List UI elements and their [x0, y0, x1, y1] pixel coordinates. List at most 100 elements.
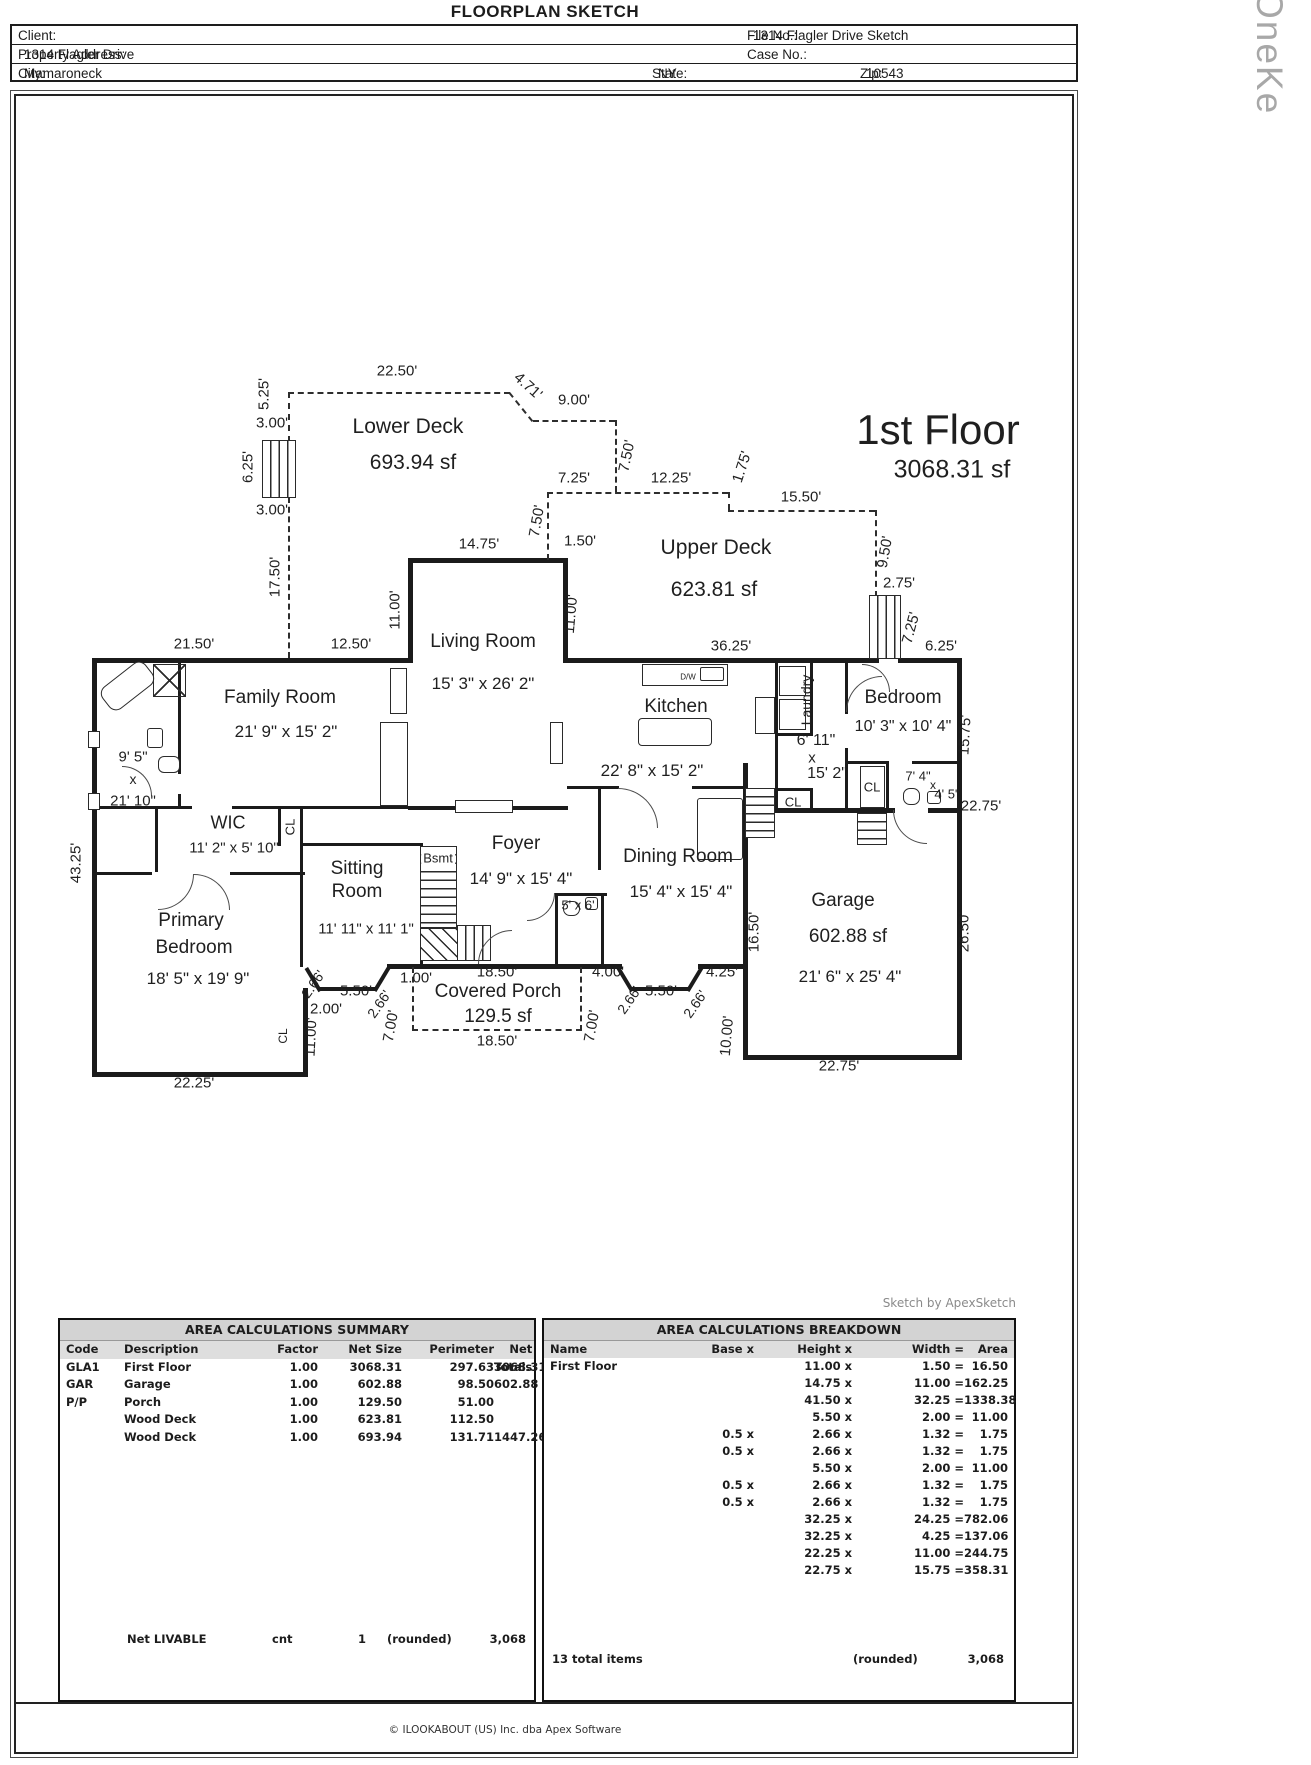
wall — [178, 662, 181, 774]
client-label: Client: — [18, 28, 57, 43]
sketch-credit: Sketch by ApexSketch — [882, 1296, 1016, 1310]
door-arc — [893, 810, 927, 844]
wall — [698, 964, 746, 969]
wall — [845, 748, 848, 810]
floor-area: 3068.31 sf — [893, 455, 1011, 484]
wall — [408, 558, 413, 662]
summary-table-title: AREA CALCULATIONS SUMMARY — [60, 1320, 534, 1341]
wall — [555, 893, 607, 896]
stairs — [420, 928, 458, 961]
wall — [303, 988, 308, 1077]
dim-label: 16.50' — [745, 911, 763, 953]
dim-label: 7.00' — [580, 1008, 604, 1044]
wall — [155, 806, 158, 872]
deck-outline — [533, 420, 615, 422]
room-label-wic: WIC — [210, 812, 246, 833]
dim-label: CL — [863, 779, 881, 795]
wall — [278, 806, 281, 846]
dim-label: 21' 9" x 15' 2" — [234, 722, 338, 741]
wall — [92, 1072, 308, 1077]
dim-label: 4.71' — [510, 368, 546, 404]
dim-label: 7' 4" — [905, 768, 931, 784]
dim-label: 5.25' — [255, 377, 273, 411]
dim-label: 5.50' — [339, 982, 373, 1000]
wall — [810, 788, 813, 812]
dim-label: 43.25' — [67, 842, 85, 884]
dim-label: 22.75' — [960, 797, 1002, 815]
dim-label: 1.50' — [563, 532, 597, 550]
dim-label: 22.75' — [818, 1057, 860, 1075]
dim-label: 2.75' — [882, 574, 916, 592]
fixture — [585, 897, 598, 910]
dim-label: 9.00' — [557, 391, 591, 409]
room-label-bedroom: Bedroom — [864, 687, 942, 708]
wall — [886, 763, 889, 810]
stairs — [262, 440, 296, 498]
city-value: Mamaroneck — [24, 66, 103, 81]
dim-label: 36.25' — [710, 637, 752, 655]
wall — [743, 808, 895, 813]
stairs — [869, 595, 901, 659]
door-arc — [122, 766, 152, 796]
dim-label: 6.25' — [239, 450, 257, 484]
net-livable-total: 3,068 — [489, 1632, 526, 1646]
area-label-garage: 602.88 sf — [808, 926, 888, 947]
deck-outline — [288, 392, 290, 442]
wall — [775, 788, 813, 791]
header-table: Client: File No.:1314 Flagler Drive Sket… — [10, 24, 1078, 82]
dim-label: 9.50' — [873, 534, 897, 570]
dim-label: 1.75' — [728, 449, 756, 485]
breakdown-table-title: AREA CALCULATIONS BREAKDOWN — [544, 1320, 1014, 1341]
dim-label: 14.75' — [458, 535, 500, 553]
dim-label: D/W — [680, 672, 696, 682]
fixture — [158, 756, 180, 773]
dim-label: 7.50' — [615, 438, 639, 474]
wall — [92, 872, 152, 875]
fixture — [903, 788, 920, 805]
dim-label: 21' 10" — [110, 792, 156, 810]
state-label: State: — [652, 66, 688, 81]
room-label-primary-bedroom: Primary — [158, 910, 224, 931]
wall — [775, 763, 778, 810]
wall — [775, 662, 778, 763]
wall — [692, 786, 745, 789]
deck-outline — [288, 392, 510, 394]
page-border-inner — [14, 94, 1074, 1754]
wall — [232, 806, 410, 809]
stairs — [857, 813, 887, 845]
dim-label: 10' 3" x 10' 4" — [854, 718, 952, 735]
state-value: NY — [658, 66, 677, 81]
room-label-covered-porch: Covered Porch — [434, 981, 562, 1002]
wall — [563, 558, 568, 662]
dim-label: 4.25' — [705, 963, 739, 981]
page-border-outer — [10, 90, 1078, 1758]
dim-label: 18.50' — [476, 963, 518, 981]
door-arc — [194, 874, 230, 910]
dim-label: 2.66' — [679, 987, 711, 1021]
dim-label: 15' 4" x 15' 4" — [629, 882, 733, 901]
dim-label: Room — [331, 881, 383, 902]
dim-label: 9' 5" — [118, 748, 148, 766]
bottom-rule — [14, 1702, 1074, 1704]
area-label-lower-deck: 693.94 sf — [369, 451, 457, 474]
dim-label: 21.50' — [173, 635, 215, 653]
cnt-value: 1 — [358, 1632, 367, 1646]
dim-label: 12.50' — [330, 635, 372, 653]
fixture — [550, 722, 563, 764]
dim-label: 1.00' — [399, 969, 433, 987]
wall — [230, 872, 305, 875]
dim-label: 15' 2" — [807, 765, 847, 782]
dim-label: 4.00' — [591, 963, 625, 981]
